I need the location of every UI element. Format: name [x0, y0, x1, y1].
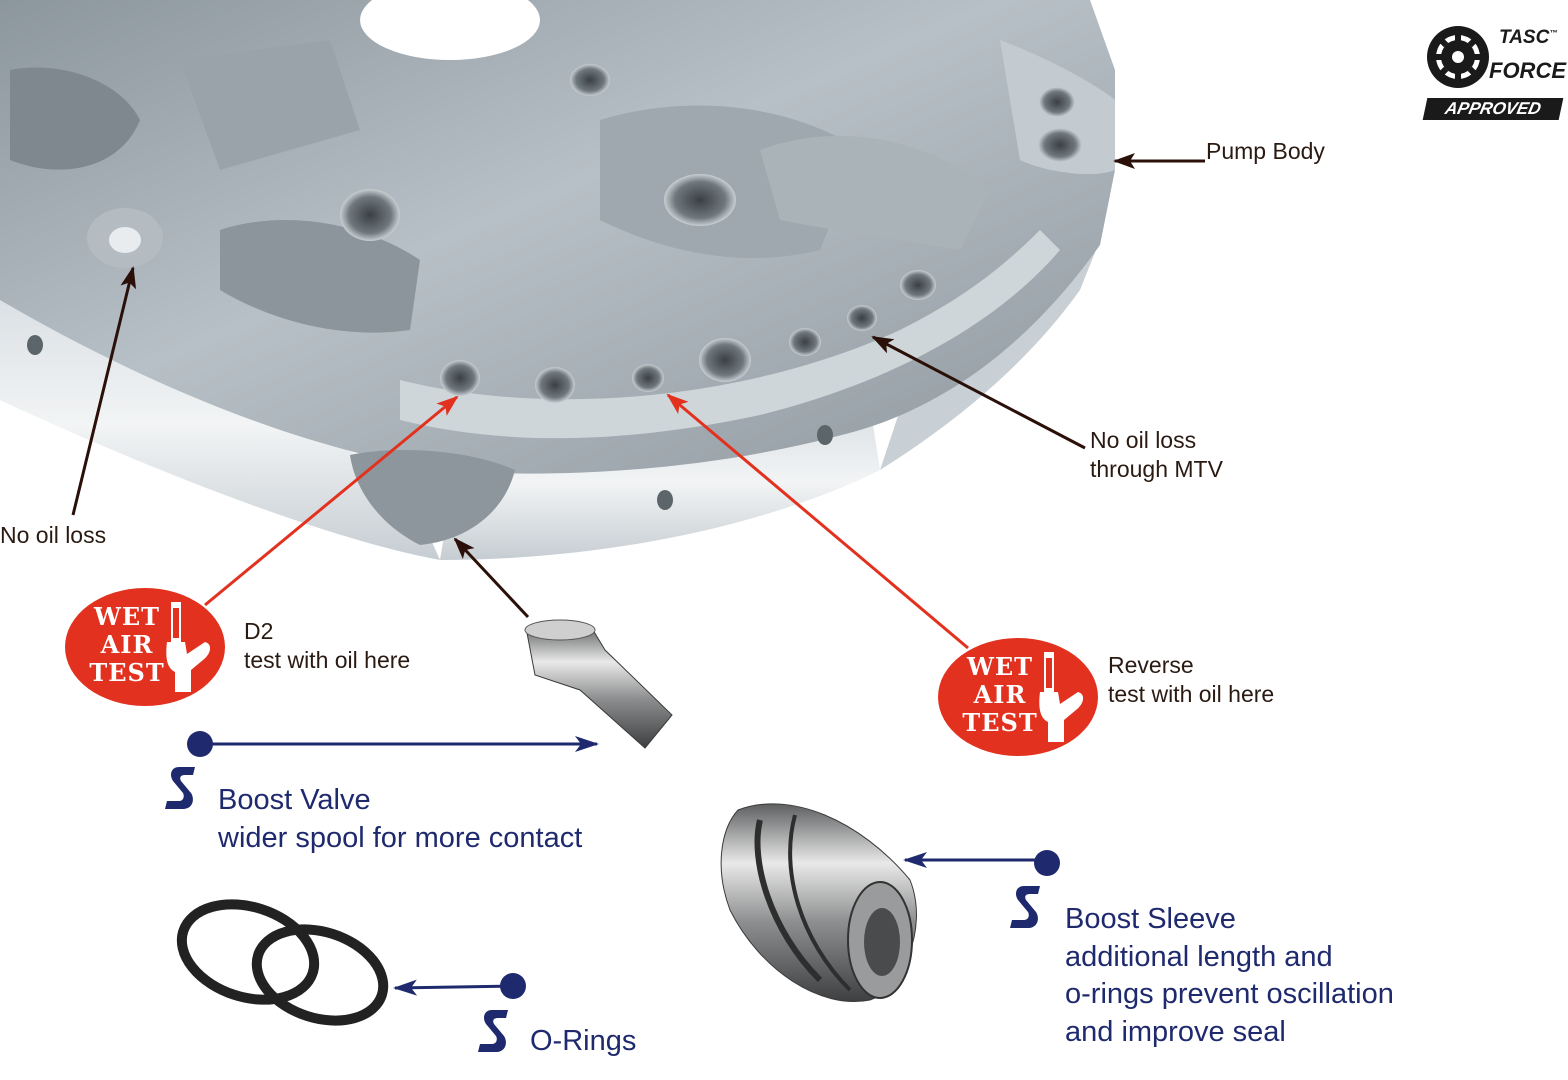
no-oil-loss-label: No oil loss: [0, 522, 107, 548]
boost-sleeve-part: [720, 803, 917, 1002]
no-oil-loss-mtv-line-1: No oil loss: [1090, 427, 1197, 453]
o-rings-part: [176, 899, 389, 1026]
badge-line-1: WET: [966, 652, 1034, 681]
logo-line-1: TASC™: [1499, 27, 1558, 48]
boost-sleeve-label: Boost Sleeve additional length and o-rin…: [1065, 901, 1394, 1052]
air-nozzle-hand-icon: [1039, 652, 1084, 742]
boost-valve-bore-arrow: [453, 537, 530, 619]
badge-line-3: TEST: [962, 708, 1038, 737]
s-mark-icon: [478, 1010, 508, 1052]
badge-line-2: AIR: [973, 680, 1027, 709]
reverse-label: Reverse test with oil here: [1108, 651, 1274, 709]
reverse-test-arrow: [666, 393, 969, 650]
s-mark-icon: [1010, 886, 1040, 928]
boost-valve-part: [524, 619, 673, 749]
o-rings-label: O-Rings: [530, 1025, 637, 1057]
boost-sleeve-dot: [1034, 850, 1060, 876]
no-oil-loss-mtv-label: No oil loss through MTV: [1090, 426, 1223, 484]
badge-line-3: TEST: [89, 658, 165, 687]
reverse-label-line-1: Reverse: [1108, 652, 1194, 678]
reverse-label-line-2: test with oil here: [1108, 680, 1275, 707]
badge-line-2: AIR: [100, 630, 154, 659]
boost-sleeve-desc-1: additional length and: [1065, 940, 1333, 973]
d2-label: D2 test with oil here: [244, 617, 410, 675]
d2-label-line-2: test with oil here: [244, 646, 411, 673]
air-nozzle-hand-icon: [166, 602, 211, 692]
tasc-force-approved-logo: TASC™ FORCE APPROVED: [1422, 22, 1566, 124]
boost-valve-desc: wider spool for more contact: [218, 821, 583, 854]
s-mark-icon: [165, 767, 195, 809]
gear-icon: [1427, 26, 1489, 88]
logo-line-3: APPROVED: [1422, 98, 1564, 120]
d2-test-arrow: [204, 395, 459, 607]
no-oil-loss-arrow: [71, 266, 137, 516]
wet-air-test-badge-d2: WET AIR TEST: [65, 588, 225, 706]
no-oil-loss-mtv-line-2: through MTV: [1090, 455, 1223, 482]
o-rings-arrow: [393, 979, 514, 996]
wet-air-test-badge-reverse: WET AIR TEST: [938, 638, 1098, 756]
boost-sleeve-desc-3: and improve seal: [1065, 1016, 1286, 1049]
boost-valve-title: Boost Valve: [218, 784, 371, 816]
pump-body-label: Pump Body: [1206, 138, 1325, 164]
mtv-arrow: [871, 335, 1086, 450]
badge-line-1: WET: [93, 602, 161, 631]
logo-line-2: FORCE: [1489, 58, 1566, 83]
boost-sleeve-title: Boost Sleeve: [1065, 903, 1236, 935]
boost-sleeve-desc-2: o-rings prevent oscillation: [1065, 978, 1394, 1011]
d2-label-line-1: D2: [244, 618, 274, 644]
pump-body-casting: [0, 0, 1115, 560]
boost-valve-label: Boost Valve wider spool for more contact: [218, 782, 582, 857]
